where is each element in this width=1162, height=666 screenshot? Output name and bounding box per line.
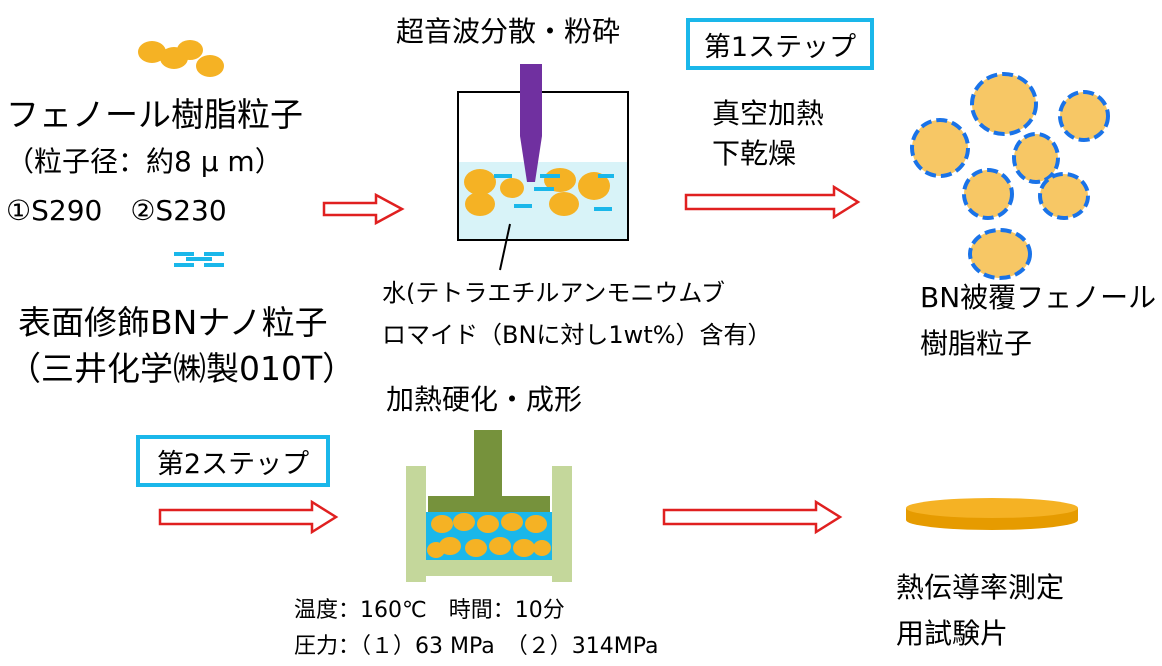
coated-particle-line1: BN被覆フェノール xyxy=(920,281,1157,314)
ultrasonic-label: 超音波分散・粉砕 xyxy=(396,15,621,48)
arrow-icon xyxy=(158,499,339,535)
bn-nanoparticle-label: 表面修飾BNナノ粒子 xyxy=(18,303,328,342)
resin-particle-label: フェノール樹脂粒子 xyxy=(6,95,303,134)
hot-press-label: 加熱硬化・成形 xyxy=(386,383,583,416)
water-medium-line1: 水(テトラエチルアンモニウムブ xyxy=(382,279,725,307)
resin-grades: ①S290 ②S230 xyxy=(6,194,227,227)
coated-particle-line2: 樹脂粒子 xyxy=(920,327,1033,360)
ultrasonic-vessel-diagram xyxy=(457,64,629,271)
specimen-label-line1: 熱伝導率測定 xyxy=(896,571,1065,604)
vacuum-drying-line1: 真空加熱 xyxy=(712,97,825,130)
hot-press-diagram xyxy=(406,430,572,582)
phenolic-particles-icon xyxy=(138,40,224,77)
bn-manufacturer: （三井化学㈱製010T） xyxy=(8,349,356,388)
test-specimen-disc-icon xyxy=(906,498,1078,530)
water-medium-line2: ロマイド（BNに対し1wt%）含有） xyxy=(382,321,772,349)
step2-badge: 第2ステップ xyxy=(136,435,330,487)
arrow-icon xyxy=(684,184,861,220)
bn-nanoparticle-icon xyxy=(174,252,224,267)
arrow-icon xyxy=(322,192,405,226)
press-conditions-line2: 圧力：（１）63 MPa （２）314MPa xyxy=(294,634,659,659)
step1-badge: 第1ステップ xyxy=(686,18,874,70)
arrow-icon xyxy=(662,499,843,535)
coated-particles-icon xyxy=(910,72,1110,280)
specimen-label-line2: 用試験片 xyxy=(896,617,1009,650)
press-conditions-line1: 温度：160℃ 時間：10分 xyxy=(294,598,565,623)
resin-particle-size: （粒子径：約8 μ m） xyxy=(6,145,283,178)
vacuum-drying-line2: 下乾燥 xyxy=(712,137,797,170)
